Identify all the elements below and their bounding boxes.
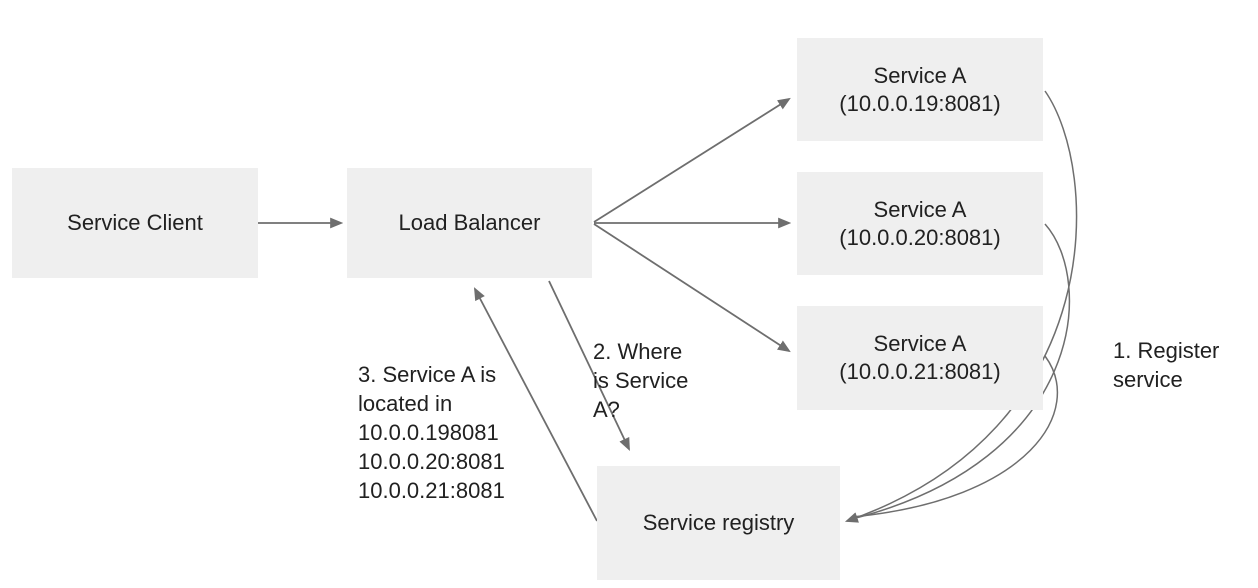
service-a-1-label: Service A (10.0.0.19:8081) <box>839 62 1001 116</box>
annotation-register-service: 1. Register service <box>1113 338 1220 392</box>
service-a-3-label: Service A (10.0.0.21:8081) <box>839 331 1001 384</box>
curve-service-a-2-to-registry <box>851 223 1071 520</box>
load-balancer-label: Load Balancer <box>398 210 541 235</box>
service-a-2-label: Service A (10.0.0.20:8081) <box>839 196 1001 250</box>
arrow-loadbalancer-to-service-a-1 <box>593 97 791 223</box>
service-a-3-box: Service A (10.0.0.21:8081) <box>797 306 1043 410</box>
curve-service-a-3-to-registry <box>851 355 1059 518</box>
load-balancer-box: Load Balancer <box>347 168 592 278</box>
annotation-where-is-service-a: 2. Where is Service A? <box>593 339 689 422</box>
service-a-1-box: Service A (10.0.0.19:8081) <box>797 38 1043 141</box>
arrow-loadbalancer-to-service-a-3 <box>593 223 791 353</box>
service-client-box: Service Client <box>12 168 258 278</box>
service-a-2-box: Service A (10.0.0.20:8081) <box>797 172 1043 275</box>
service-registry-box: Service registry <box>597 466 840 580</box>
service-client-label: Service Client <box>67 210 203 235</box>
annotation-service-a-located-in: 3. Service A is located in 10.0.0.198081… <box>358 362 505 503</box>
arrow-registry-to-loadbalancer <box>473 287 598 522</box>
service-registry-label: Service registry <box>642 510 795 535</box>
curve-service-a-1-to-registry <box>844 90 1078 523</box>
arrow-loadbalancer-to-registry <box>548 280 630 451</box>
